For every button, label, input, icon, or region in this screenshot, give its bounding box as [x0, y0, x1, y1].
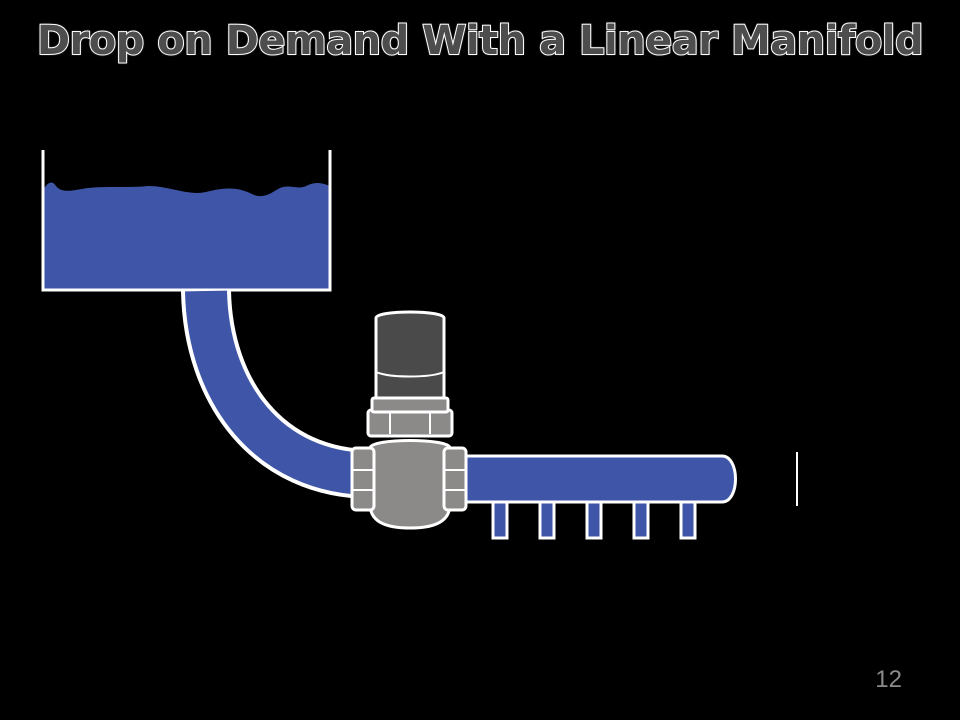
page-number: 12: [875, 666, 902, 693]
reservoir-fluid: [43, 182, 330, 290]
valve-actuator: [374, 310, 446, 400]
valve-body: [368, 439, 452, 530]
valve-bonnet: [366, 408, 454, 438]
feed-pipe-fluid: [185, 290, 373, 495]
reservoir-walls: [41, 150, 332, 292]
solenoid-valve-icon: [350, 310, 468, 530]
feed-pipe: [181, 289, 373, 499]
manifold-bar: [438, 454, 737, 504]
valve-left-nut: [350, 446, 376, 512]
valve-actuator-band: [375, 371, 445, 378]
linear-manifold-icon: [438, 452, 798, 540]
valve-right-nut: [442, 446, 468, 512]
reservoir-tank-icon: [41, 150, 332, 292]
slide-title: Drop on Demand With a Linear Manifold: [36, 17, 925, 65]
valve-neck: [370, 396, 450, 414]
